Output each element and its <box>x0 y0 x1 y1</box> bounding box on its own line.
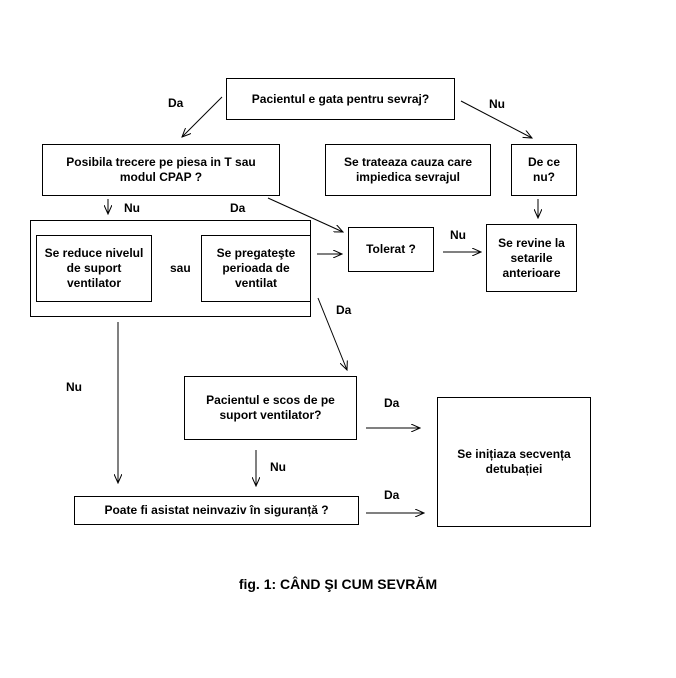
label-tpiece-no: Nu <box>124 201 140 215</box>
figure-caption: fig. 1: CÂND ŞI CUM SEVRĂM <box>238 576 438 592</box>
node-reduce-support: Se reduce nivelul de suport ventilator <box>36 235 152 302</box>
node-weaned: Pacientul e scos de pe suport ventilator… <box>184 376 357 440</box>
node-extubation: Se inițiaza secvența detubației <box>437 397 591 527</box>
label-ready-yes: Da <box>168 96 184 110</box>
label-tpiece-yes: Da <box>230 201 246 215</box>
label-noninvasive-yes: Da <box>384 488 400 502</box>
node-treat-cause: Se trateaza cauza care impiedica sevraju… <box>325 144 491 196</box>
node-t-piece-cpap: Posibila trecere pe piesa in T sau modul… <box>42 144 280 196</box>
node-tolerated: Tolerat ? <box>348 227 434 272</box>
arrow-group-to-weaned <box>317 297 347 370</box>
node-patient-ready: Pacientul e gata pentru sevraj? <box>226 78 455 120</box>
label-group-yes: Da <box>336 303 352 317</box>
or-word: sau <box>170 261 191 275</box>
node-noninvasive: Poate fi asistat neinvaziv în siguranță … <box>74 496 359 525</box>
label-ready-no: Nu <box>489 97 505 111</box>
arrow-tpiece-to-tolerated <box>267 197 343 232</box>
label-weaned-no: Nu <box>270 460 286 474</box>
node-why-not: De ce nu? <box>511 144 577 196</box>
label-group-no: Nu <box>66 380 82 394</box>
node-prepare-periods: Se pregateşte perioada de ventilat <box>201 235 311 302</box>
label-tolerated-no: Nu <box>450 228 466 242</box>
arrow-ready-to-whynot <box>460 100 532 138</box>
node-revert-settings: Se revine la setarile anterioare <box>486 224 577 292</box>
label-weaned-yes: Da <box>384 396 400 410</box>
arrow-ready-to-tpiece <box>182 96 223 137</box>
